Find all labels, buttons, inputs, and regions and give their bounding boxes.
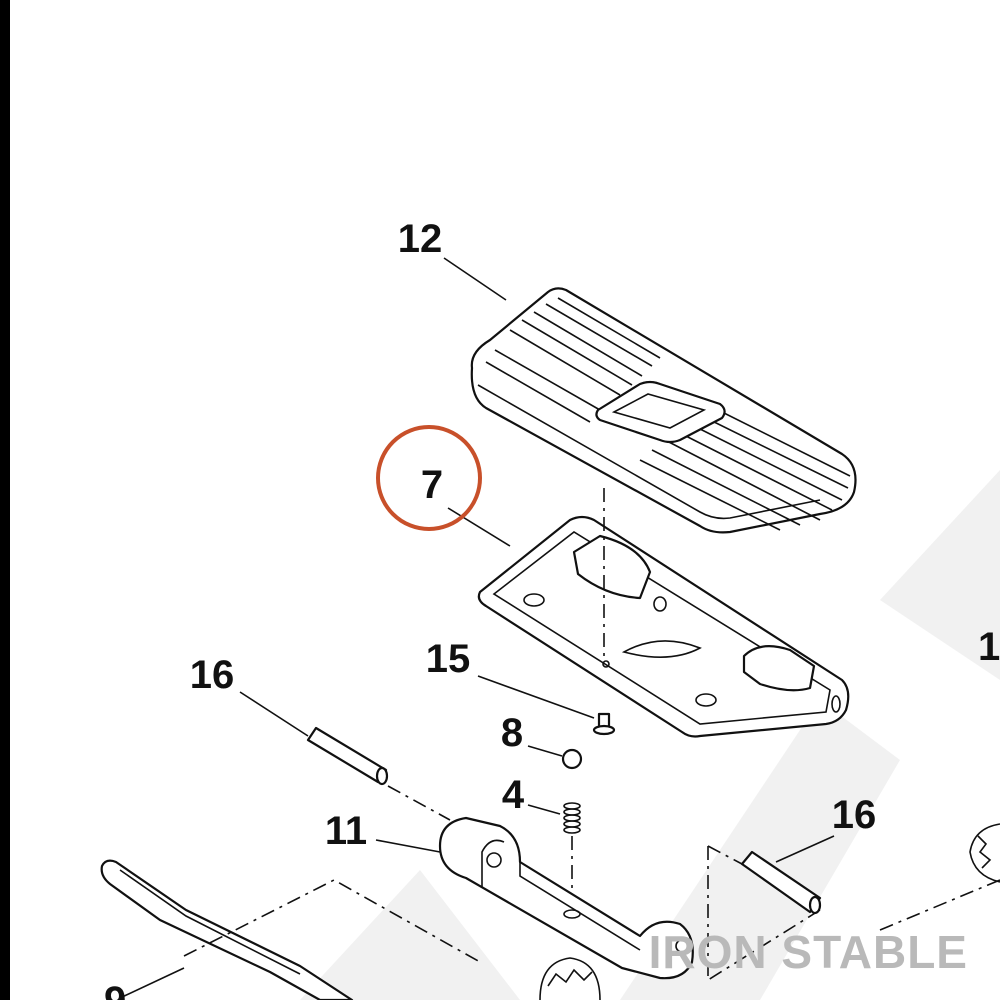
part-9-lever-arm [100,859,354,1000]
gear-fragment-bottom [539,957,601,1000]
part-11-pivot-bracket [438,816,694,980]
assembly-dashed-lines [183,785,1000,981]
callout-edge-bottom: 9 [104,979,126,1000]
part-16-pin-left [306,726,389,786]
part-15-screw [592,712,616,736]
callout-7: 7 [421,463,443,507]
callout-8: 8 [501,711,523,755]
background-watermark-shapes [300,470,1000,1000]
leader-lines [119,257,835,999]
callout-4: 4 [502,773,525,817]
part-12-footboard-pad [470,287,857,534]
part-8-ball [561,748,583,770]
callout-16-left: 16 [190,653,235,697]
watermark-label: IRON STABLE [649,926,968,978]
left-border [0,0,10,1000]
part-7-footboard-base [477,515,850,738]
callout-16-right: 16 [832,793,877,837]
part-16-pin-right [740,850,822,915]
callout-11: 11 [325,809,367,853]
gear-fragment-right [969,823,1000,883]
part-4-spring [563,802,581,834]
callout-15: 15 [426,637,471,681]
callout-12: 12 [398,217,443,261]
callout-edge-right: 1 [978,625,1000,669]
highlight-circle [376,425,482,531]
